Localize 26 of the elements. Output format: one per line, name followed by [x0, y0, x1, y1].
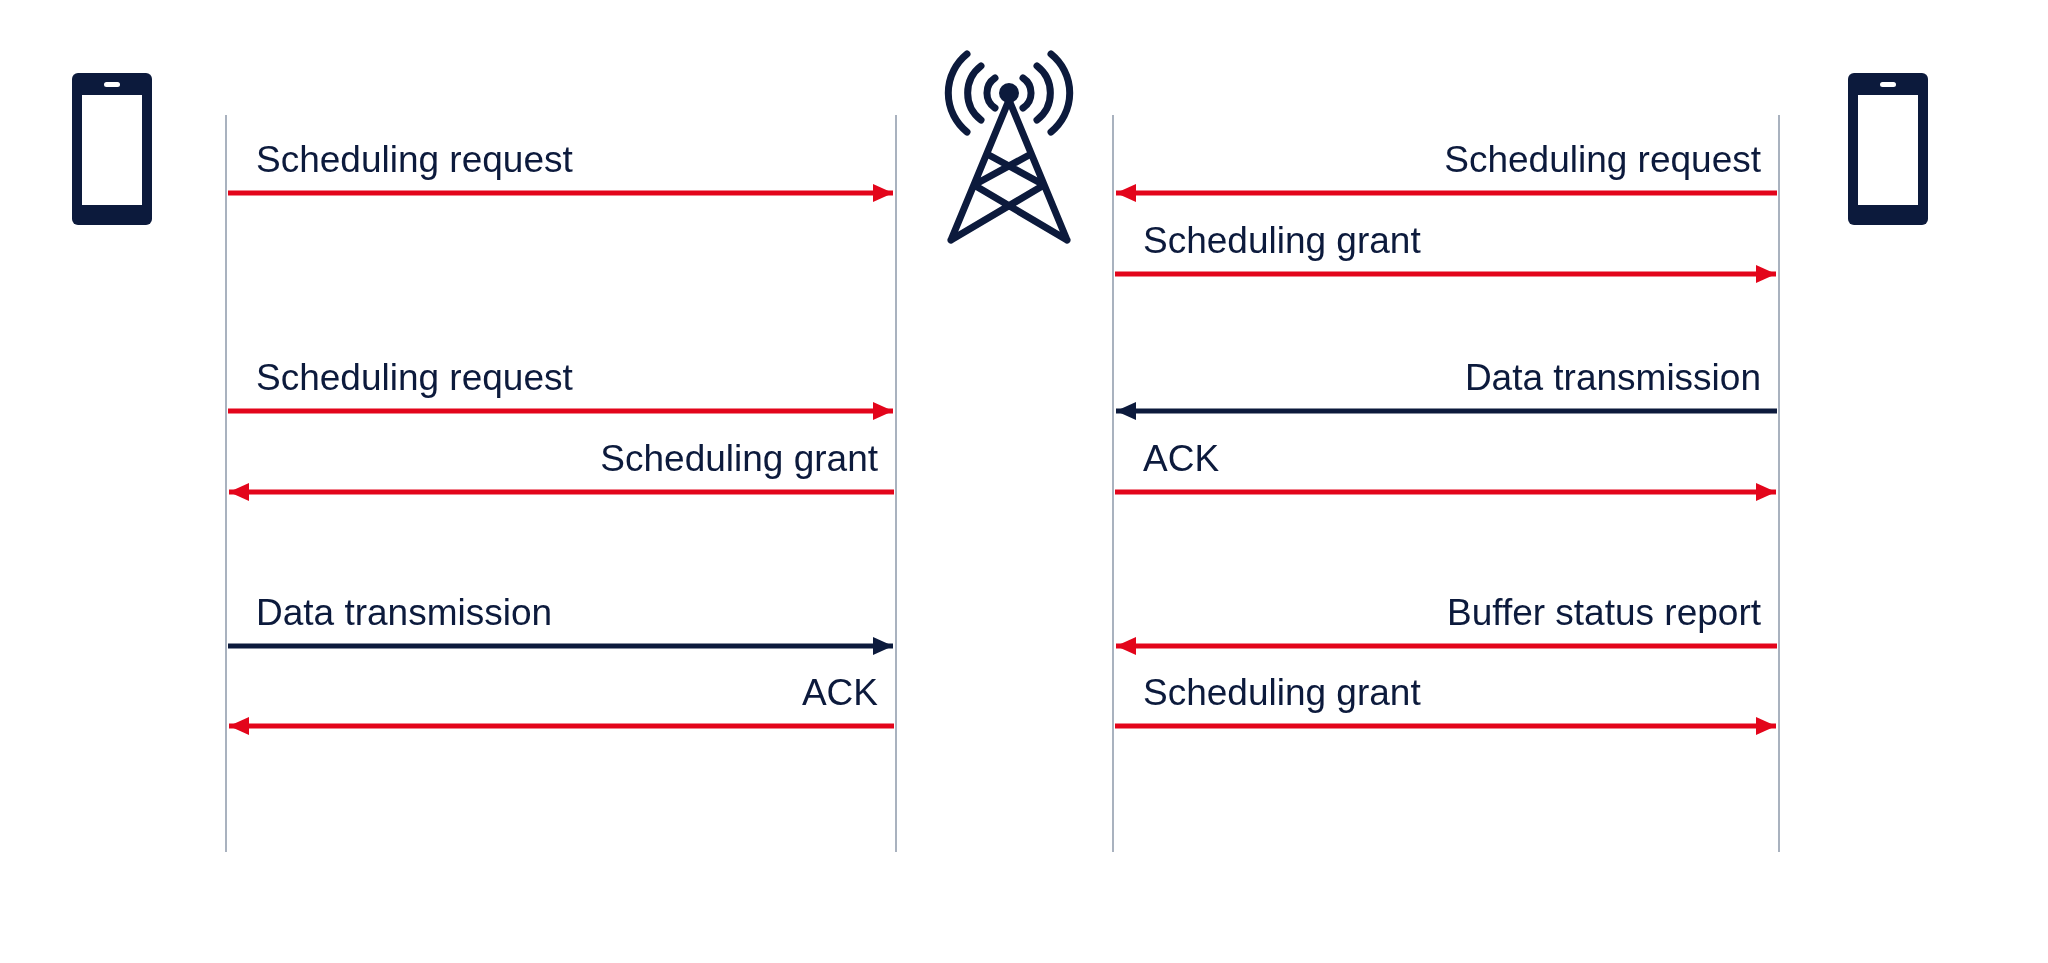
lifeline [1112, 115, 1114, 852]
edge-label: Scheduling grant [1143, 219, 1421, 263]
arrow [228, 637, 893, 655]
arrow [229, 483, 894, 501]
edge-label: ACK [801, 671, 878, 715]
arrow [1115, 265, 1776, 283]
lifeline [1778, 115, 1780, 852]
edge-label: Scheduling grant [1143, 671, 1421, 715]
arrow [1116, 637, 1777, 655]
edge-label: Scheduling request [256, 138, 573, 182]
edge-label: ACK [1143, 437, 1220, 481]
arrow [1116, 402, 1777, 420]
arrow [228, 184, 893, 202]
arrow [229, 717, 894, 735]
arrow [1115, 717, 1776, 735]
arrow [1115, 483, 1776, 501]
lifeline [895, 115, 897, 852]
edge-label: Scheduling grant [600, 437, 878, 481]
lifeline [225, 115, 227, 852]
arrow [1116, 184, 1777, 202]
edge-label: Buffer status report [1447, 591, 1761, 635]
edge-label: Scheduling request [256, 356, 573, 400]
edge-label: Data transmission [256, 591, 553, 635]
arrow [228, 402, 893, 420]
edge-label: Data transmission [1464, 356, 1761, 400]
edge-label: Scheduling request [1444, 138, 1761, 182]
